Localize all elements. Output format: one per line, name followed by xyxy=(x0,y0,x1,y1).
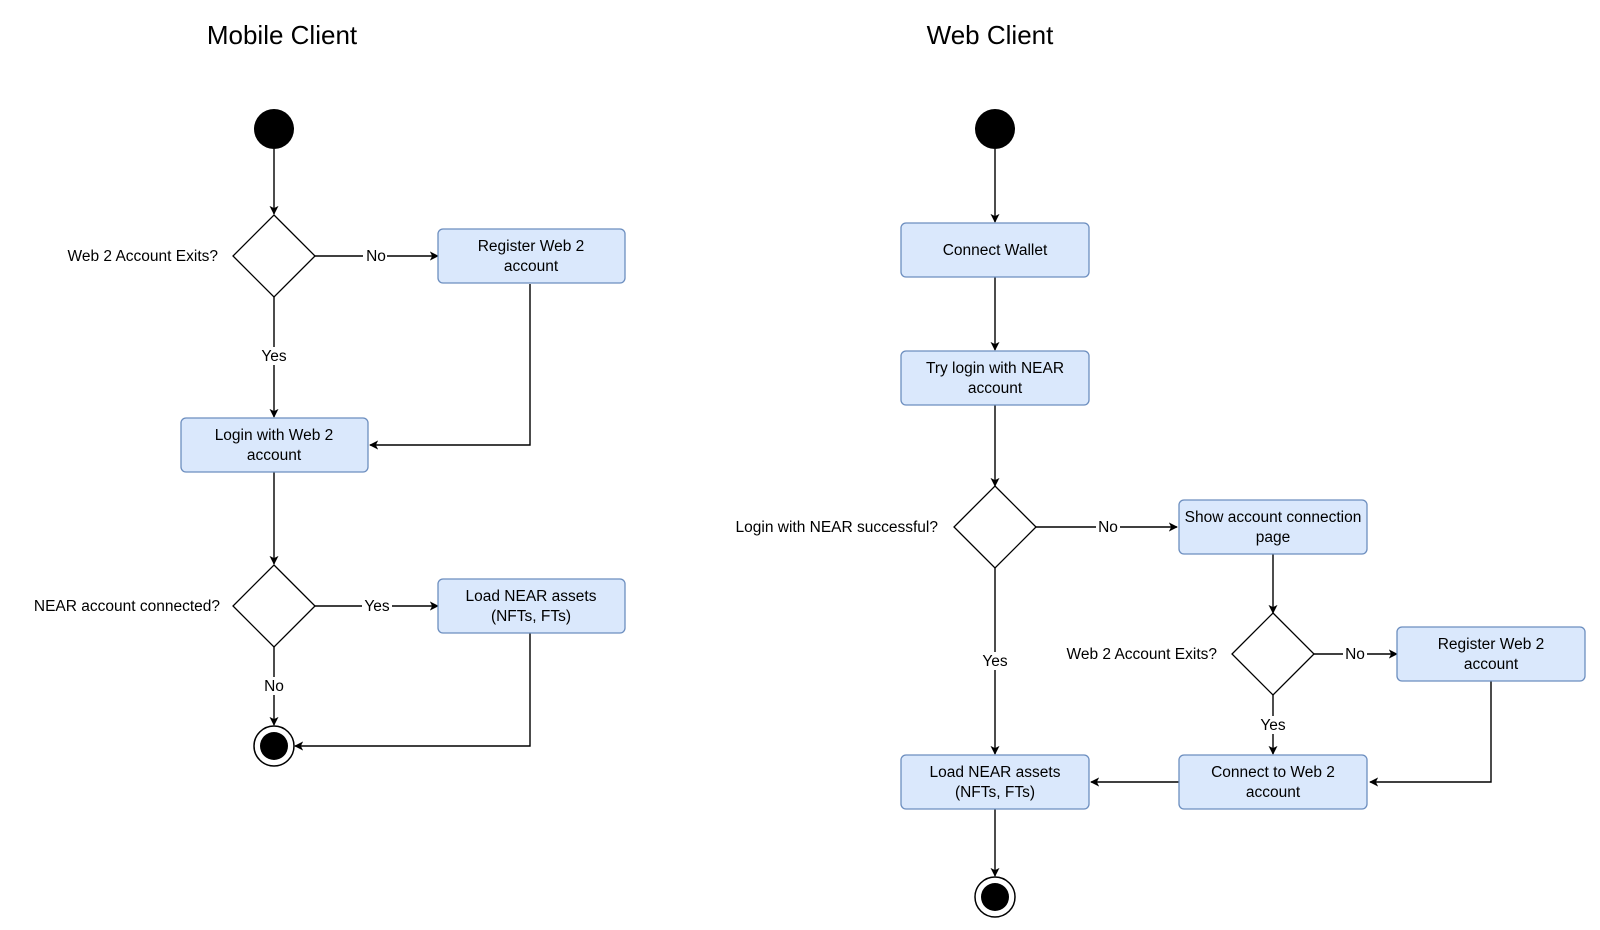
mobile-decision-web2-label: Web 2 Account Exits? xyxy=(68,248,219,265)
web-register-line2: account xyxy=(1464,656,1519,673)
mobile-client-title: Mobile Client xyxy=(207,20,358,50)
web-try-login-line2: account xyxy=(968,380,1023,397)
web-connect-wallet-node: Connect Wallet xyxy=(900,222,1090,278)
web-edge-register-to-connect xyxy=(1369,681,1492,787)
web-decision-near-label: Login with NEAR successful? xyxy=(736,519,939,536)
web-decision-web2-label: Web 2 Account Exits? xyxy=(1067,646,1218,663)
web-edge-label-no-register: No xyxy=(1345,646,1365,663)
web-connect-wallet-line1: Connect Wallet xyxy=(943,242,1048,259)
mobile-edge-load-to-end xyxy=(294,633,531,751)
mobile-login-line2: account xyxy=(247,447,302,464)
mobile-register-line2: account xyxy=(504,258,559,275)
web-connect-web2-node: Connect to Web 2 account xyxy=(1178,754,1368,810)
mobile-start-node xyxy=(254,109,294,149)
mobile-edge-register-to-login xyxy=(369,284,531,450)
mobile-decision-near-label: NEAR account connected? xyxy=(34,598,220,615)
web-client-title: Web Client xyxy=(927,20,1054,50)
web-show-connection-page-node: Show account connection page xyxy=(1178,499,1368,555)
mobile-edge-label-yes-login: Yes xyxy=(261,348,287,365)
mobile-load-near-assets-node: Load NEAR assets (NFTs, FTs) xyxy=(437,578,626,634)
mobile-edge-label-no-end: No xyxy=(264,678,284,695)
web-try-login-near-node: Try login with NEAR account xyxy=(900,350,1090,406)
mobile-register-line1: Register Web 2 xyxy=(478,238,585,255)
mobile-decision-web2-account xyxy=(232,214,316,298)
mobile-login-web2-node: Login with Web 2 account xyxy=(180,417,369,473)
web-try-login-line1: Try login with NEAR xyxy=(926,360,1064,377)
web-decision-web2-account xyxy=(1231,612,1315,696)
web-load-near-assets-node: Load NEAR assets (NFTs, FTs) xyxy=(900,754,1090,810)
mobile-edge-label-no-register: No xyxy=(366,248,386,265)
web-register-web2-node: Register Web 2 account xyxy=(1396,626,1586,682)
web-decision-near-login xyxy=(953,485,1037,569)
web-end-node xyxy=(974,876,1016,918)
web-load-line1: Load NEAR assets xyxy=(930,764,1061,781)
mobile-end-node xyxy=(253,725,295,767)
web-edge-label-yes-connect: Yes xyxy=(1260,717,1286,734)
mobile-load-line1: Load NEAR assets xyxy=(466,588,597,605)
web-edge-label-yes-load: Yes xyxy=(982,653,1008,670)
web-show-page-line2: page xyxy=(1256,529,1290,546)
web-register-line1: Register Web 2 xyxy=(1438,636,1545,653)
web-connect-web2-line2: account xyxy=(1246,784,1301,801)
mobile-login-line1: Login with Web 2 xyxy=(215,427,334,444)
web-connect-web2-line1: Connect to Web 2 xyxy=(1211,764,1335,781)
web-load-line2: (NFTs, FTs) xyxy=(955,784,1035,801)
web-edge-label-no-show: No xyxy=(1098,519,1118,536)
mobile-edge-label-yes-load: Yes xyxy=(364,598,390,615)
mobile-register-web2-node: Register Web 2 account xyxy=(437,228,626,284)
mobile-decision-near-connected xyxy=(232,564,316,648)
mobile-load-line2: (NFTs, FTs) xyxy=(491,608,571,625)
web-start-node xyxy=(975,109,1015,149)
web-show-page-line1: Show account connection xyxy=(1185,509,1362,526)
